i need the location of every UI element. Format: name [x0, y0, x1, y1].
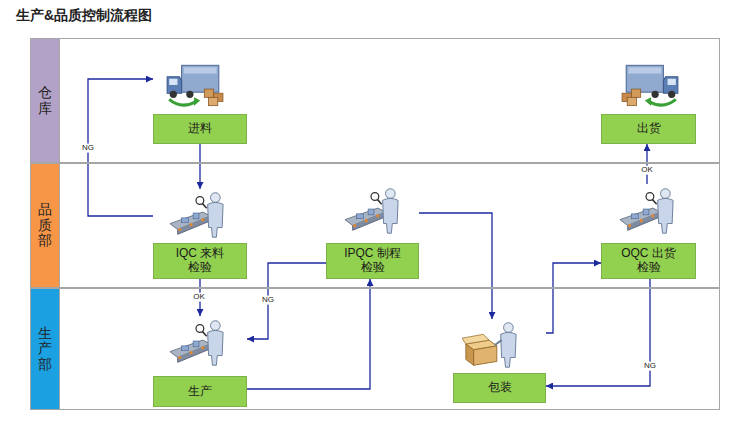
flow-arrow — [247, 279, 370, 389]
swimlane: 生产部生产 包装 — [30, 288, 720, 410]
step-label-box: IQC 来料检验 — [153, 243, 247, 279]
flow-arrow — [419, 213, 492, 319]
process-box: IPQC 制程检验 — [326, 184, 419, 279]
lane-header: 生产部 — [31, 289, 60, 409]
step-name: IPQC 制程检验 — [343, 247, 403, 275]
process-box: 出货 — [601, 63, 696, 144]
step-name: IQC 来料检验 — [172, 247, 228, 275]
step-name: 进料 — [188, 122, 212, 136]
step-label-box: OQC 出货检验 — [601, 243, 696, 279]
worker-icon — [170, 321, 223, 365]
edge-label: NG — [261, 296, 275, 305]
process-box: 包装 — [453, 319, 546, 403]
lane-header: 品质部 — [31, 164, 60, 287]
flow-arrow — [546, 263, 601, 333]
process-box: 生产 — [153, 316, 247, 407]
edge-label: NG — [81, 144, 95, 153]
step-label-box: 包装 — [453, 373, 546, 403]
lane-title: 品质部 — [38, 202, 52, 248]
packer-icon — [462, 323, 516, 367]
inspector-icon — [620, 189, 673, 233]
truck-icon — [622, 65, 678, 105]
edge-label: OK — [640, 166, 654, 175]
process-box: OQC 出货检验 — [601, 184, 696, 279]
flow-arrow — [646, 144, 647, 184]
swimlane: 仓库进料 出货 — [30, 38, 720, 163]
lane-title: 仓库 — [38, 85, 52, 116]
inspector-icon — [170, 193, 223, 237]
step-label-box: IPQC 制程检验 — [326, 243, 419, 279]
flow-arrow — [247, 263, 326, 339]
edge-label: NG — [643, 362, 657, 371]
flow-arrow — [199, 144, 200, 189]
step-name: 包装 — [488, 381, 512, 395]
truck-icon — [167, 65, 223, 105]
step-label-box: 出货 — [601, 114, 696, 144]
step-name: 出货 — [637, 122, 661, 136]
inspector-icon — [345, 189, 398, 233]
flow-arrow — [88, 79, 153, 216]
step-name: 生产 — [188, 385, 212, 399]
lane-title: 生产部 — [38, 326, 52, 372]
edge-label: OK — [192, 293, 206, 302]
lane-header: 仓库 — [31, 39, 60, 162]
swimlane: 品质部 IQC 来料检验 IPQC 制程检验 OQC 出货检验 — [30, 163, 720, 288]
diagram-title: 生产&品质控制流程图 — [16, 7, 152, 25]
process-box: IQC 来料检验 — [153, 189, 247, 279]
step-label-box: 进料 — [153, 114, 247, 144]
step-label-box: 生产 — [153, 376, 247, 407]
process-box: 进料 — [153, 63, 247, 144]
flow-arrow — [546, 279, 650, 386]
step-name: OQC 出货检验 — [621, 247, 677, 275]
